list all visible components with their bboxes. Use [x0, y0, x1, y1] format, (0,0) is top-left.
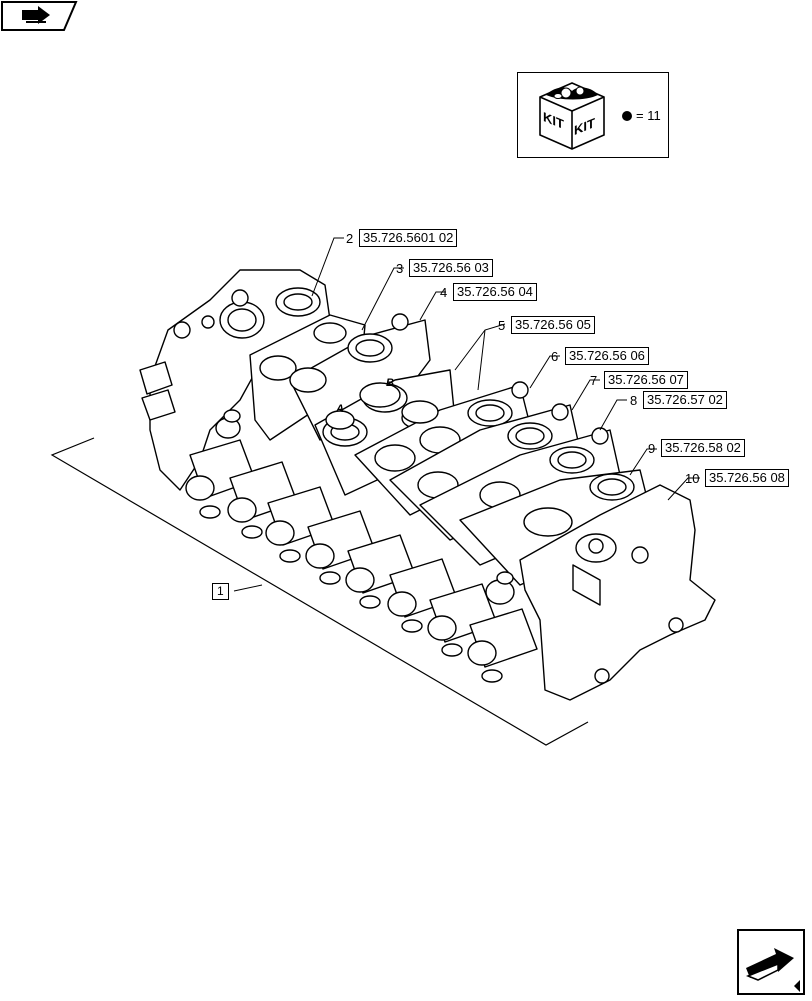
- assembly-bracket: [50, 437, 589, 746]
- callout-5-ref[interactable]: 35.726.56 05: [511, 316, 595, 334]
- callout-3-number: 3: [396, 261, 404, 276]
- callout-6-number: 6: [551, 349, 559, 364]
- callout-10-ref[interactable]: 35.726.56 08: [705, 469, 789, 487]
- kit-quantity-text: = 11: [636, 108, 661, 123]
- callout-10-number: 10: [685, 471, 700, 486]
- callout-1-box[interactable]: 1: [212, 583, 229, 600]
- callout-7-ref[interactable]: 35.726.56 07: [604, 371, 688, 389]
- kit-box-icon: [539, 82, 605, 150]
- callout-8-ref[interactable]: 35.726.57 02: [643, 391, 727, 409]
- callout-5-number: 5: [498, 318, 506, 333]
- callout-9-ref[interactable]: 35.726.58 02: [661, 439, 745, 457]
- callout-7-number: 7: [590, 373, 598, 388]
- solenoid-row: [185, 439, 538, 683]
- connector-nubs: [215, 409, 515, 605]
- inlet-section: [149, 269, 331, 491]
- port-mark-a: A: [335, 403, 344, 415]
- callout-2-ref[interactable]: 35.726.5601 02: [359, 229, 458, 247]
- bullet-icon: [622, 111, 632, 121]
- catalog-tab-button[interactable]: [0, 0, 80, 32]
- callout-9-number: 9: [648, 441, 656, 456]
- callout-3-ref[interactable]: 35.726.56 03: [409, 259, 493, 277]
- callout-2-number: 2: [346, 231, 354, 246]
- book-arrow-icon: [1, 1, 78, 31]
- kit-legend-box: KIT KIT = 11: [517, 72, 669, 158]
- next-page-button[interactable]: [736, 928, 806, 996]
- callout-8-number: 8: [630, 393, 638, 408]
- next-page-arrow-icon: [737, 929, 805, 995]
- callout-6-ref[interactable]: 35.726.56 06: [565, 347, 649, 365]
- port-mark-b: B: [386, 377, 394, 389]
- callout-4-number: 4: [440, 285, 448, 300]
- callout-4-ref[interactable]: 35.726.56 04: [453, 283, 537, 301]
